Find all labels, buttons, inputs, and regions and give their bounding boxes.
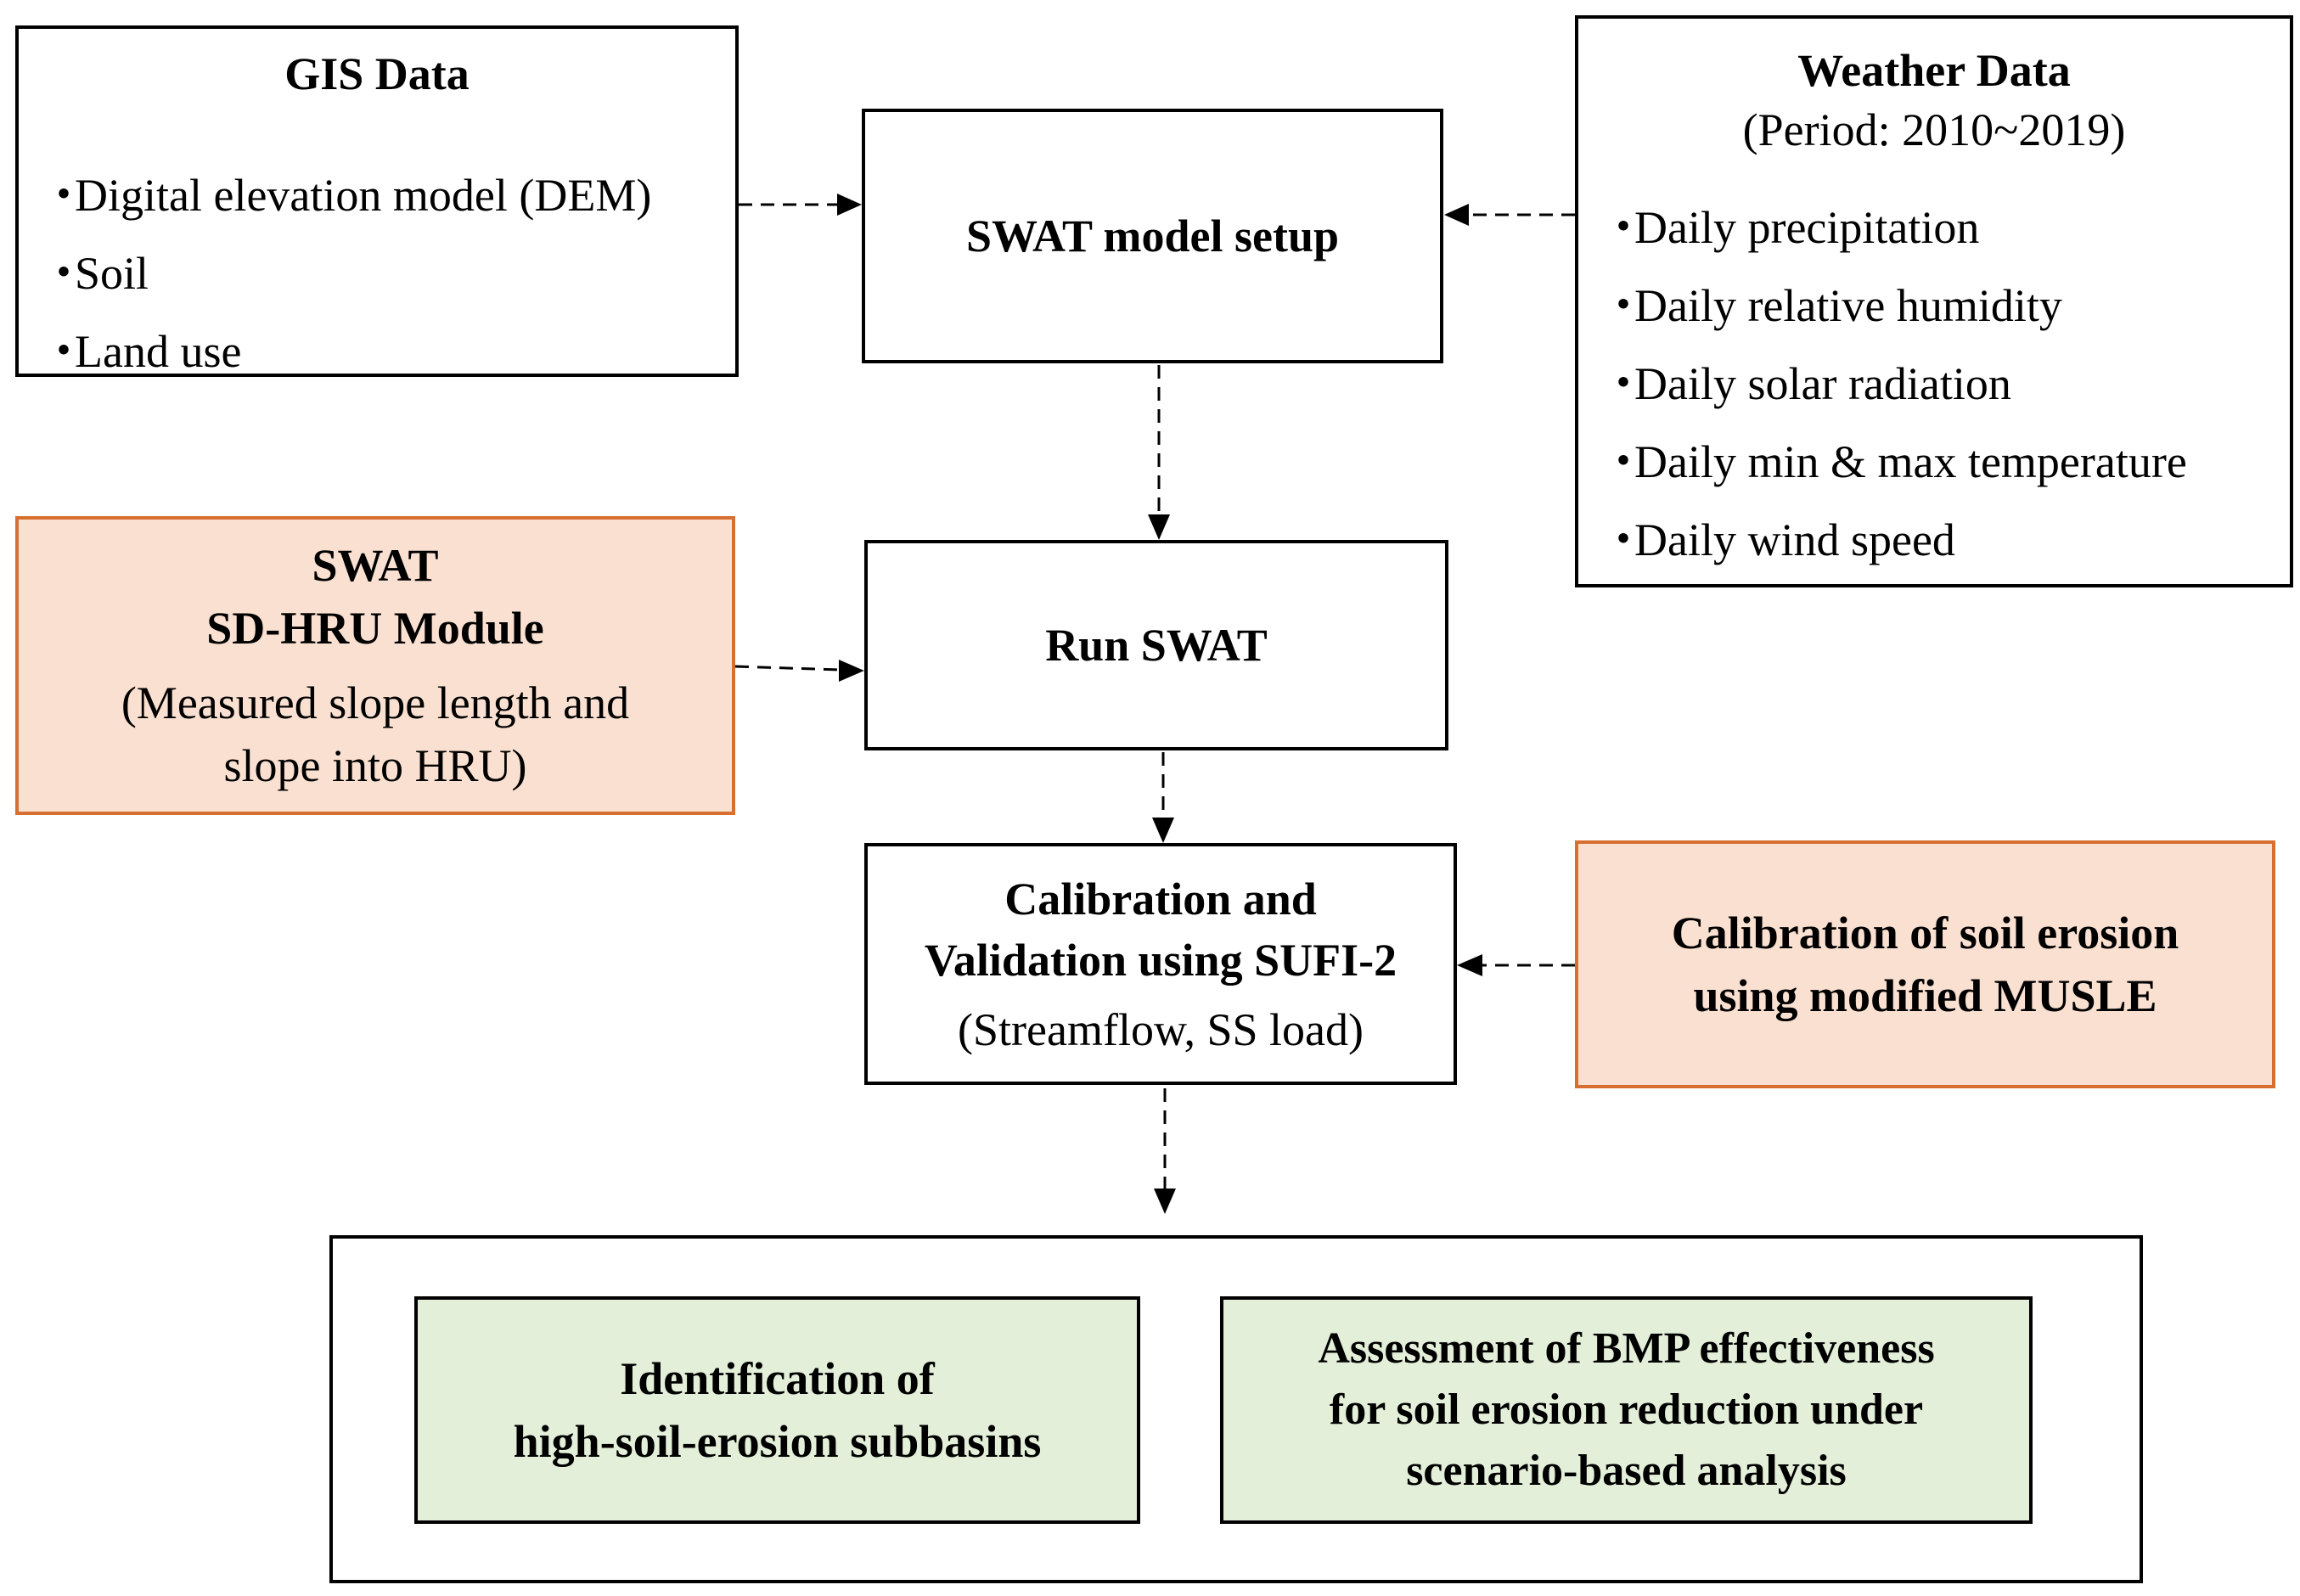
sd-hru-line4: slope into HRU) (223, 740, 527, 791)
gis-data-list: ・Digital elevation model (DEM) ・Soil ・La… (41, 156, 651, 391)
identification-line1: Identification of (620, 1353, 935, 1404)
sd-hru-line3: (Measured slope length and (121, 677, 630, 728)
weather-data-list: ・Daily precipitation ・Daily relative hum… (1600, 188, 2187, 579)
sd-hru-module-box: SWAT SD-HRU Module (Measured slope lengt… (15, 516, 735, 815)
arrowhead (1457, 954, 1482, 976)
sd-hru-line2: SD-HRU Module (206, 603, 544, 654)
gis-item: ・Digital elevation model (DEM) (41, 170, 652, 221)
arrow-sdhru-to-run (734, 665, 841, 672)
assessment-box: Assessment of BMP effectiveness for soil… (1220, 1296, 2033, 1524)
erosion-line2: using modified MUSLE (1693, 970, 2157, 1021)
swat-model-setup-box: SWAT model setup (862, 109, 1443, 363)
assessment-line2: for soil erosion reduction under (1329, 1385, 1924, 1434)
calibration-validation-box: Calibration and Validation using SUFI-2 … (864, 843, 1457, 1085)
weather-item: ・Daily min & max temperature (1600, 436, 2187, 487)
gis-item: ・Soil (41, 248, 149, 299)
soil-erosion-calibration-box: Calibration of soil erosion using modifi… (1575, 840, 2275, 1088)
arrowhead (1152, 818, 1174, 843)
arrowhead (1444, 204, 1469, 226)
arrowhead (839, 660, 864, 682)
weather-data-title: Weather Data (1797, 45, 2071, 96)
weather-item: ・Daily wind speed (1600, 514, 1955, 565)
identification-line2: high-soil-erosion subbasins (513, 1416, 1042, 1467)
weather-period: (Period: 2010~2019) (1742, 104, 2126, 155)
calibration-line1: Calibration and (1004, 873, 1317, 924)
gis-data-title: GIS Data (284, 48, 470, 99)
run-swat-box: Run SWAT (864, 540, 1448, 750)
weather-item: ・Daily relative humidity (1600, 280, 2062, 331)
sd-hru-line1: SWAT (312, 540, 439, 591)
weather-data-box: Weather Data (Period: 2010~2019) ・Daily … (1575, 15, 2293, 587)
arrowhead (1148, 514, 1170, 540)
run-swat-label: Run SWAT (1045, 620, 1268, 671)
gis-item: ・Land use (41, 326, 242, 377)
weather-item: ・Daily solar radiation (1600, 358, 2011, 409)
assessment-line1: Assessment of BMP effectiveness (1318, 1324, 1935, 1373)
calibration-line3: (Streamflow, SS load) (958, 1003, 1364, 1055)
arrowhead (837, 194, 862, 216)
identification-box: Identification of high-soil-erosion subb… (414, 1296, 1140, 1524)
swat-model-setup-label: SWAT model setup (965, 211, 1340, 261)
gis-data-box: GIS Data ・Digital elevation model (DEM) … (15, 25, 739, 377)
weather-item: ・Daily precipitation (1600, 202, 1980, 253)
assessment-line3: scenario-based analysis (1406, 1447, 1847, 1495)
erosion-line1: Calibration of soil erosion (1671, 908, 2179, 958)
arrowhead (1154, 1189, 1176, 1214)
calibration-line2: Validation using SUFI-2 (924, 934, 1397, 986)
